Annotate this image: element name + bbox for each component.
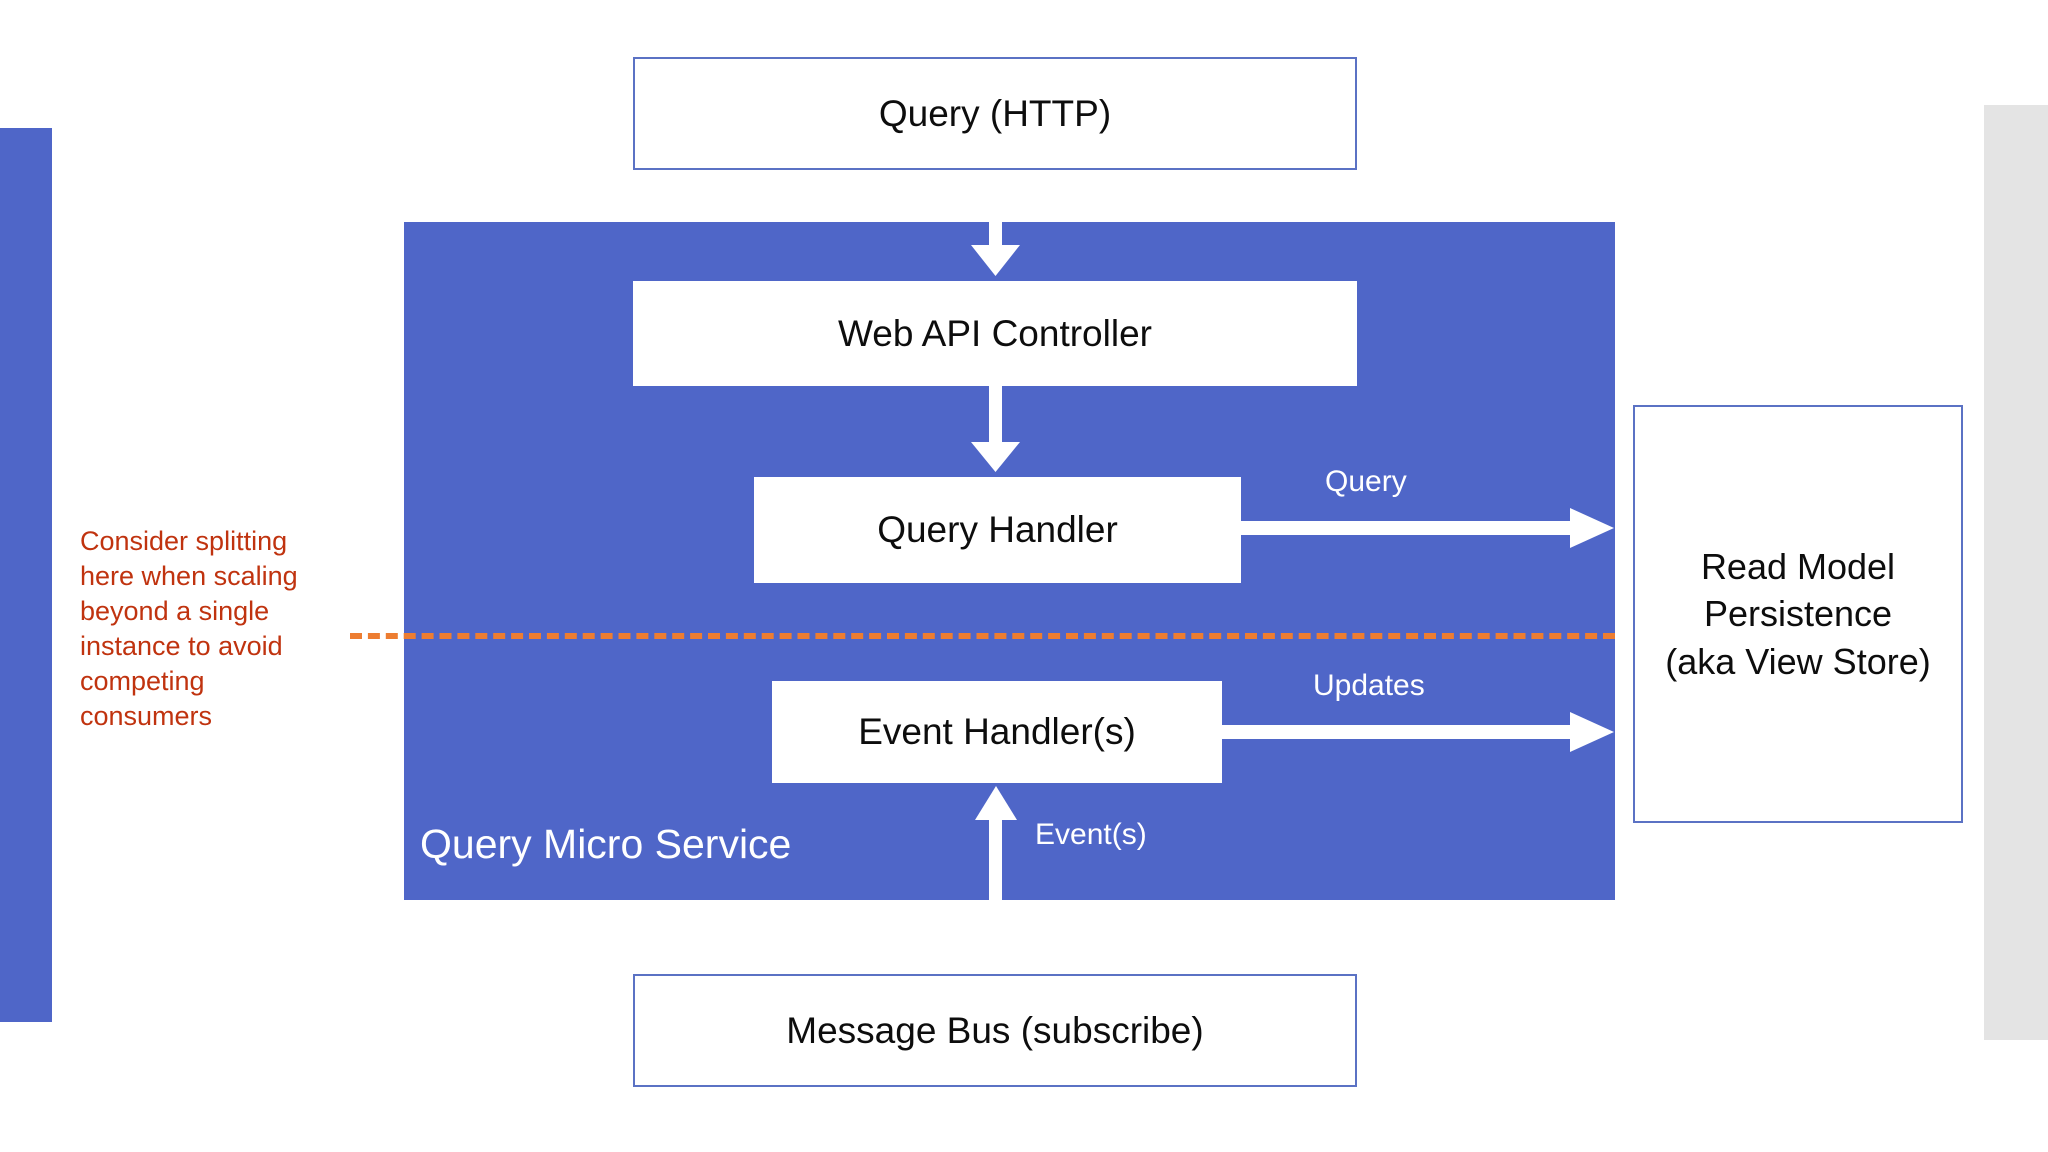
event-handler-label: Event Handler(s) — [858, 711, 1136, 752]
arrow-label-events: Event(s) — [1035, 818, 1147, 851]
read-model-persistence-box: Read Model Persistence (aka View Store) — [1633, 405, 1963, 823]
read-model-line-1: Read Model — [1700, 545, 1896, 587]
web-api-controller-label: Web API Controller — [838, 312, 1152, 354]
scaling-split-dashed-line — [350, 633, 1615, 639]
message-bus-label: Message Bus (subscribe) — [786, 1009, 1204, 1051]
scaling-split-note: Consider splitting here when scaling bey… — [80, 526, 298, 732]
right-accent-bar — [1984, 105, 2048, 1040]
left-accent-bar — [0, 128, 52, 1022]
read-model-line-2: Persistence — [1703, 593, 1893, 635]
arrow-label-updates: Updates — [1313, 669, 1425, 702]
arrow-label-query: Query — [1325, 465, 1407, 498]
query-handler-box: Query Handler — [754, 477, 1241, 583]
query-http-label: Query (HTTP) — [878, 92, 1112, 134]
message-bus-box: Message Bus (subscribe) — [633, 974, 1357, 1087]
event-handler-box: Event Handler(s) — [772, 681, 1222, 783]
read-model-line-3: (aka View Store) — [1665, 640, 1931, 682]
query-micro-service-label: Query Micro Service — [420, 821, 792, 867]
query-http-box: Query (HTTP) — [633, 57, 1357, 170]
query-handler-label: Query Handler — [877, 509, 1118, 550]
web-api-controller-box: Web API Controller — [633, 281, 1357, 386]
